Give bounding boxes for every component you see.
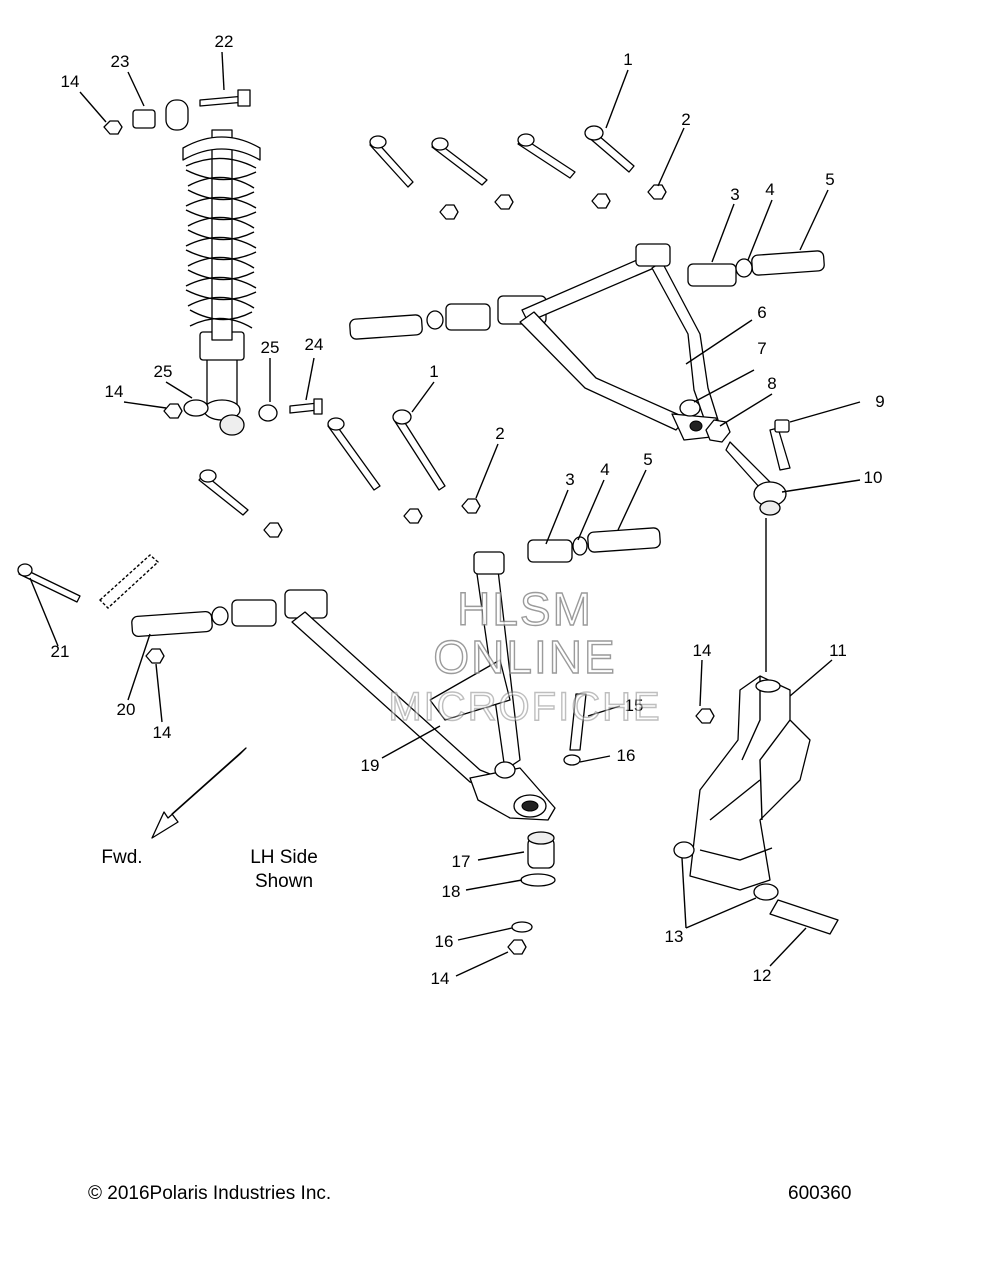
steering-knuckle [673, 675, 839, 935]
callout-14: 14 [430, 969, 450, 988]
callout-5: 5 [643, 450, 653, 469]
leader-lines [29, 51, 861, 977]
callout-14: 14 [152, 723, 172, 742]
callout-3: 3 [565, 470, 575, 489]
callout-22: 22 [214, 32, 234, 51]
callout-9: 9 [875, 392, 885, 411]
callout-5: 5 [825, 170, 835, 189]
callout-24: 24 [304, 335, 324, 354]
watermark-line2: ONLINE [433, 631, 617, 683]
shock-absorber [165, 99, 261, 436]
shock-hardware [103, 89, 323, 422]
watermark-line3: MICROFICHE [388, 684, 662, 729]
callout-23: 23 [110, 52, 130, 71]
side-shown-line2: Shown [254, 871, 314, 892]
ball-joint [725, 419, 791, 672]
forward-label: Fwd. [101, 847, 143, 868]
middle-bolts-nuts [198, 409, 481, 538]
callout-21: 21 [50, 642, 70, 661]
callout-25: 25 [153, 362, 173, 381]
callout-14: 14 [60, 72, 80, 91]
upper-a-arm [349, 243, 825, 443]
side-shown-note: LH Side Shown [226, 846, 342, 894]
callout-20: 20 [116, 700, 136, 719]
callout-11: 11 [829, 641, 847, 660]
lower-a-arm [17, 527, 661, 821]
callout-7: 7 [757, 339, 767, 358]
forward-arrow [151, 747, 247, 839]
callout-1: 1 [429, 362, 439, 381]
callout-4: 4 [765, 180, 775, 199]
lower-ball-joint-hardware [507, 693, 587, 955]
figure-number: 600360 [788, 1183, 852, 1204]
callout-15: 15 [624, 696, 644, 715]
callout-25: 25 [260, 338, 280, 357]
callout-17: 17 [451, 852, 471, 871]
callout-18: 18 [441, 882, 461, 901]
callout-16: 16 [616, 746, 636, 765]
side-shown-line1: LH Side [250, 847, 318, 868]
callout-4: 4 [600, 460, 610, 479]
callout-16: 16 [434, 932, 454, 951]
callout-12: 12 [752, 966, 772, 985]
callout-14: 14 [104, 382, 124, 401]
callout-13: 13 [664, 927, 684, 946]
watermark-line1: HLSM [456, 583, 593, 635]
callout-10: 10 [863, 468, 883, 487]
copyright-text: © 2016Polaris Industries Inc. [88, 1183, 332, 1204]
callout-8: 8 [767, 374, 777, 393]
callout-19: 19 [360, 756, 380, 775]
callout-2: 2 [681, 110, 691, 129]
upper-bolts-nuts [369, 125, 667, 220]
callout-1: 1 [623, 50, 633, 69]
callout-14: 14 [692, 641, 712, 660]
callout-3: 3 [730, 185, 740, 204]
callout-2: 2 [495, 424, 505, 443]
callout-6: 6 [757, 303, 767, 322]
